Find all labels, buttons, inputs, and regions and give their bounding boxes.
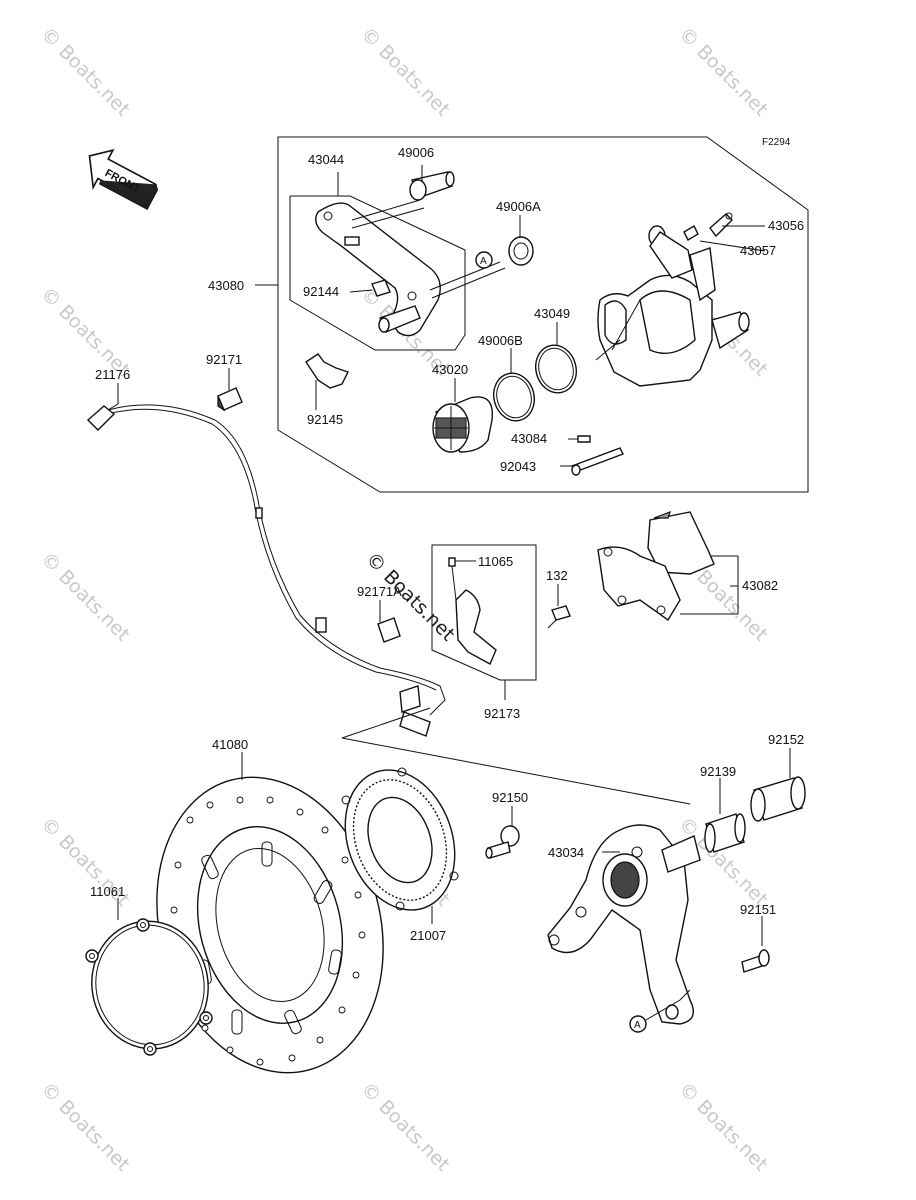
label-92150: 92150 xyxy=(492,790,528,805)
watermark: © Boats.net xyxy=(36,23,134,121)
label-49006b: 49006B xyxy=(478,333,523,348)
label-43049: 43049 xyxy=(534,306,570,321)
label-43020: 43020 xyxy=(432,362,468,377)
label-43080: 43080 xyxy=(208,278,244,293)
label-92145: 92145 xyxy=(307,412,343,427)
label-11065: 11065 xyxy=(478,554,513,569)
label-43084: 43084 xyxy=(511,431,547,446)
seal-49006b xyxy=(493,372,535,422)
label-92171a: 92171A xyxy=(357,584,402,599)
hub-bracket xyxy=(547,824,701,1025)
label-92139: 92139 xyxy=(700,764,736,779)
label-92144: 92144 xyxy=(303,284,339,299)
watermark: © Boats.net xyxy=(356,1078,454,1176)
label-41080: 41080 xyxy=(212,737,248,752)
caliper-bracket xyxy=(315,199,506,337)
caliper-body xyxy=(595,225,750,387)
label-43044: 43044 xyxy=(308,152,344,167)
abs-sensor-wire xyxy=(86,404,446,737)
ref-marker-a-bottom xyxy=(629,1015,647,1033)
disc-gasket xyxy=(85,918,213,1056)
watermark: © Boats.net xyxy=(674,23,772,121)
label-43057: 43057 xyxy=(740,243,776,258)
label-92043: 92043 xyxy=(500,459,536,474)
collar-92152 xyxy=(750,776,806,822)
brake-pads xyxy=(597,510,715,622)
pin-boot-a xyxy=(508,236,534,266)
brake-disc xyxy=(156,776,384,1074)
label-92152: 92152 xyxy=(768,732,804,747)
label-43082: 43082 xyxy=(742,578,778,593)
label-132: 132 xyxy=(546,568,568,583)
bolt-132 xyxy=(547,605,571,629)
ref-marker-a xyxy=(475,251,493,269)
label-43034: 43034 xyxy=(548,845,584,860)
clamp-sub-box xyxy=(431,544,537,681)
caliper-assembly-box xyxy=(277,136,809,493)
clamp-92173 xyxy=(448,557,497,665)
bolt-92150 xyxy=(485,825,520,859)
ref-marker-a-label: A xyxy=(480,256,487,267)
label-21176: 21176 xyxy=(95,367,130,382)
abs-rotor xyxy=(341,767,459,911)
piston xyxy=(432,396,494,453)
watermark: © Boats.net xyxy=(356,23,454,121)
clip-pin xyxy=(577,435,591,443)
ref-marker-a-bottom-label: A xyxy=(634,1020,641,1031)
leader-lines xyxy=(107,165,791,1021)
watermark: © Boats.net xyxy=(36,1078,134,1176)
pad-pin xyxy=(571,447,624,476)
pin-boot xyxy=(409,171,455,201)
watermark: © Boats.net xyxy=(36,283,134,381)
part-labels: 43044 49006 49006A 43056 43057 43080 921… xyxy=(90,145,804,943)
label-49006a: 49006A xyxy=(496,199,541,214)
spring-92145 xyxy=(305,353,349,389)
seal-43049 xyxy=(535,344,577,394)
front-arrow: FRONT xyxy=(88,149,159,210)
bolt-92151 xyxy=(741,949,770,973)
clip-92144 xyxy=(371,279,391,297)
watermark: © Boats.net xyxy=(36,548,134,646)
collar-92139 xyxy=(704,813,746,853)
bleeder-valve xyxy=(709,212,733,238)
clamp-92171 xyxy=(217,387,243,412)
label-92173: 92173 xyxy=(484,706,520,721)
label-11061: 11061 xyxy=(90,884,125,899)
label-43056: 43056 xyxy=(768,218,804,233)
bleeder-cap xyxy=(683,225,699,241)
label-21007: 21007 xyxy=(410,928,446,943)
label-92171: 92171 xyxy=(206,352,242,367)
bracket-box xyxy=(290,195,466,251)
clamp-92171a xyxy=(377,617,401,643)
label-92151: 92151 xyxy=(740,902,776,917)
watermark: © Boats.net xyxy=(674,1078,772,1176)
figure-code: F2294 xyxy=(762,137,791,148)
label-49006: 49006 xyxy=(398,145,434,160)
